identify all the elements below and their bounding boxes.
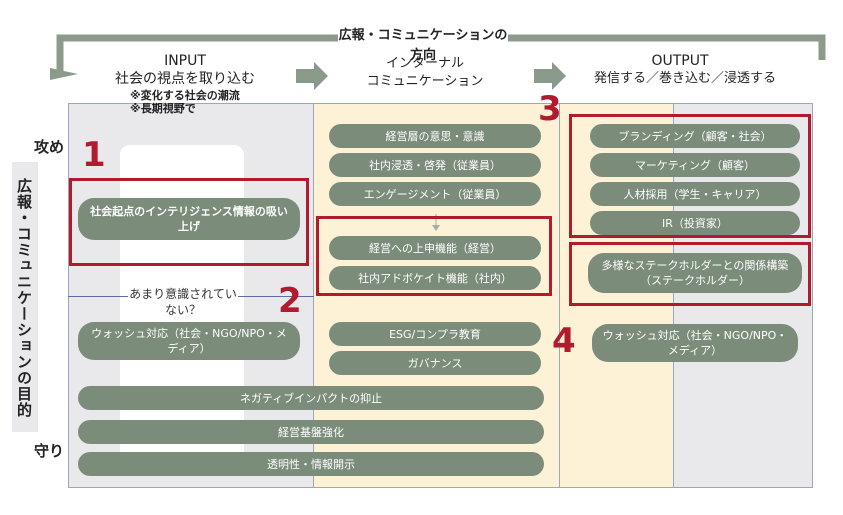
marker-2: 2	[278, 281, 302, 321]
internal-title-line1: インターナル	[385, 56, 464, 71]
recruiting-pill: 人材採用（学生・キャリア）	[590, 182, 800, 206]
output-title: OUTPUT	[651, 53, 709, 69]
highlight-box-3	[569, 114, 811, 238]
input-subtitle: 社会の視点を取り込む	[115, 71, 255, 87]
wash-input-pill: ウォッシュ対応（社会・NGO/NPO・メディア）	[78, 322, 300, 360]
marker-3: 3	[538, 89, 562, 129]
governance-pill: ガバナンス	[329, 351, 541, 375]
escalation-pill: 経営への上申機能（経営）	[329, 236, 541, 260]
intelligence-pill: 社会起点のインテリジェンス情報の吸い上げ	[78, 198, 300, 240]
defense-label: 守り	[34, 442, 65, 460]
transparency-pill: 透明性・情報開示	[78, 452, 544, 476]
output-subtitle: 発信する／巻き込む／浸透する	[593, 71, 776, 86]
arrow-internal-to-output	[534, 62, 566, 90]
marker-4: 4	[552, 321, 576, 361]
highlight-box-4	[569, 242, 811, 306]
attack-label: 攻め	[34, 138, 65, 156]
esg-pill: ESG/コンプラ教育	[329, 322, 541, 346]
input-note-2: ※長期視野で	[130, 102, 196, 115]
purpose-label-box	[12, 162, 38, 432]
advocate-pill: 社内アドボケイト機能（社内）	[329, 266, 541, 290]
foundation-pill: 経営基盤強化	[78, 420, 544, 444]
engagement-pill: エンゲージメント（従業員）	[329, 182, 541, 206]
purpose-label: 広報・コミュニケーションの目的	[15, 178, 33, 418]
input-title: INPUT	[164, 53, 206, 69]
highlight-box-1	[69, 178, 309, 266]
mgmt-will-pill: 経営層の意思・意識	[329, 124, 541, 148]
wash-output-pill: ウォッシュ対応（社会・NGO/NPO・メディア）	[592, 324, 798, 362]
ir-pill: IR（投資家）	[590, 211, 800, 235]
branding-pill: ブランディング（顧客・社会）	[590, 124, 800, 148]
input-note-1: ※変化する社会の潮流	[130, 89, 240, 102]
penetration-pill: 社内浸透・啓発（従業員）	[329, 153, 541, 177]
stakeholder-pill: 多様なステークホルダーとの関係構築（ステークホルダー）	[588, 253, 802, 293]
negative-impact-pill: ネガティブインパクトの抑止	[78, 386, 544, 410]
direction-label: 広報・コミュニケーションの方向	[338, 26, 508, 63]
marketing-pill: マーケティング（顧客）	[590, 153, 800, 177]
internal-title-line2: コミュニケーション	[366, 74, 484, 89]
arrow-input-to-internal	[296, 62, 328, 90]
marker-1: 1	[82, 135, 106, 175]
highlight-box-2	[316, 216, 552, 296]
unaware-note: あまり意識されていない？	[128, 286, 238, 318]
